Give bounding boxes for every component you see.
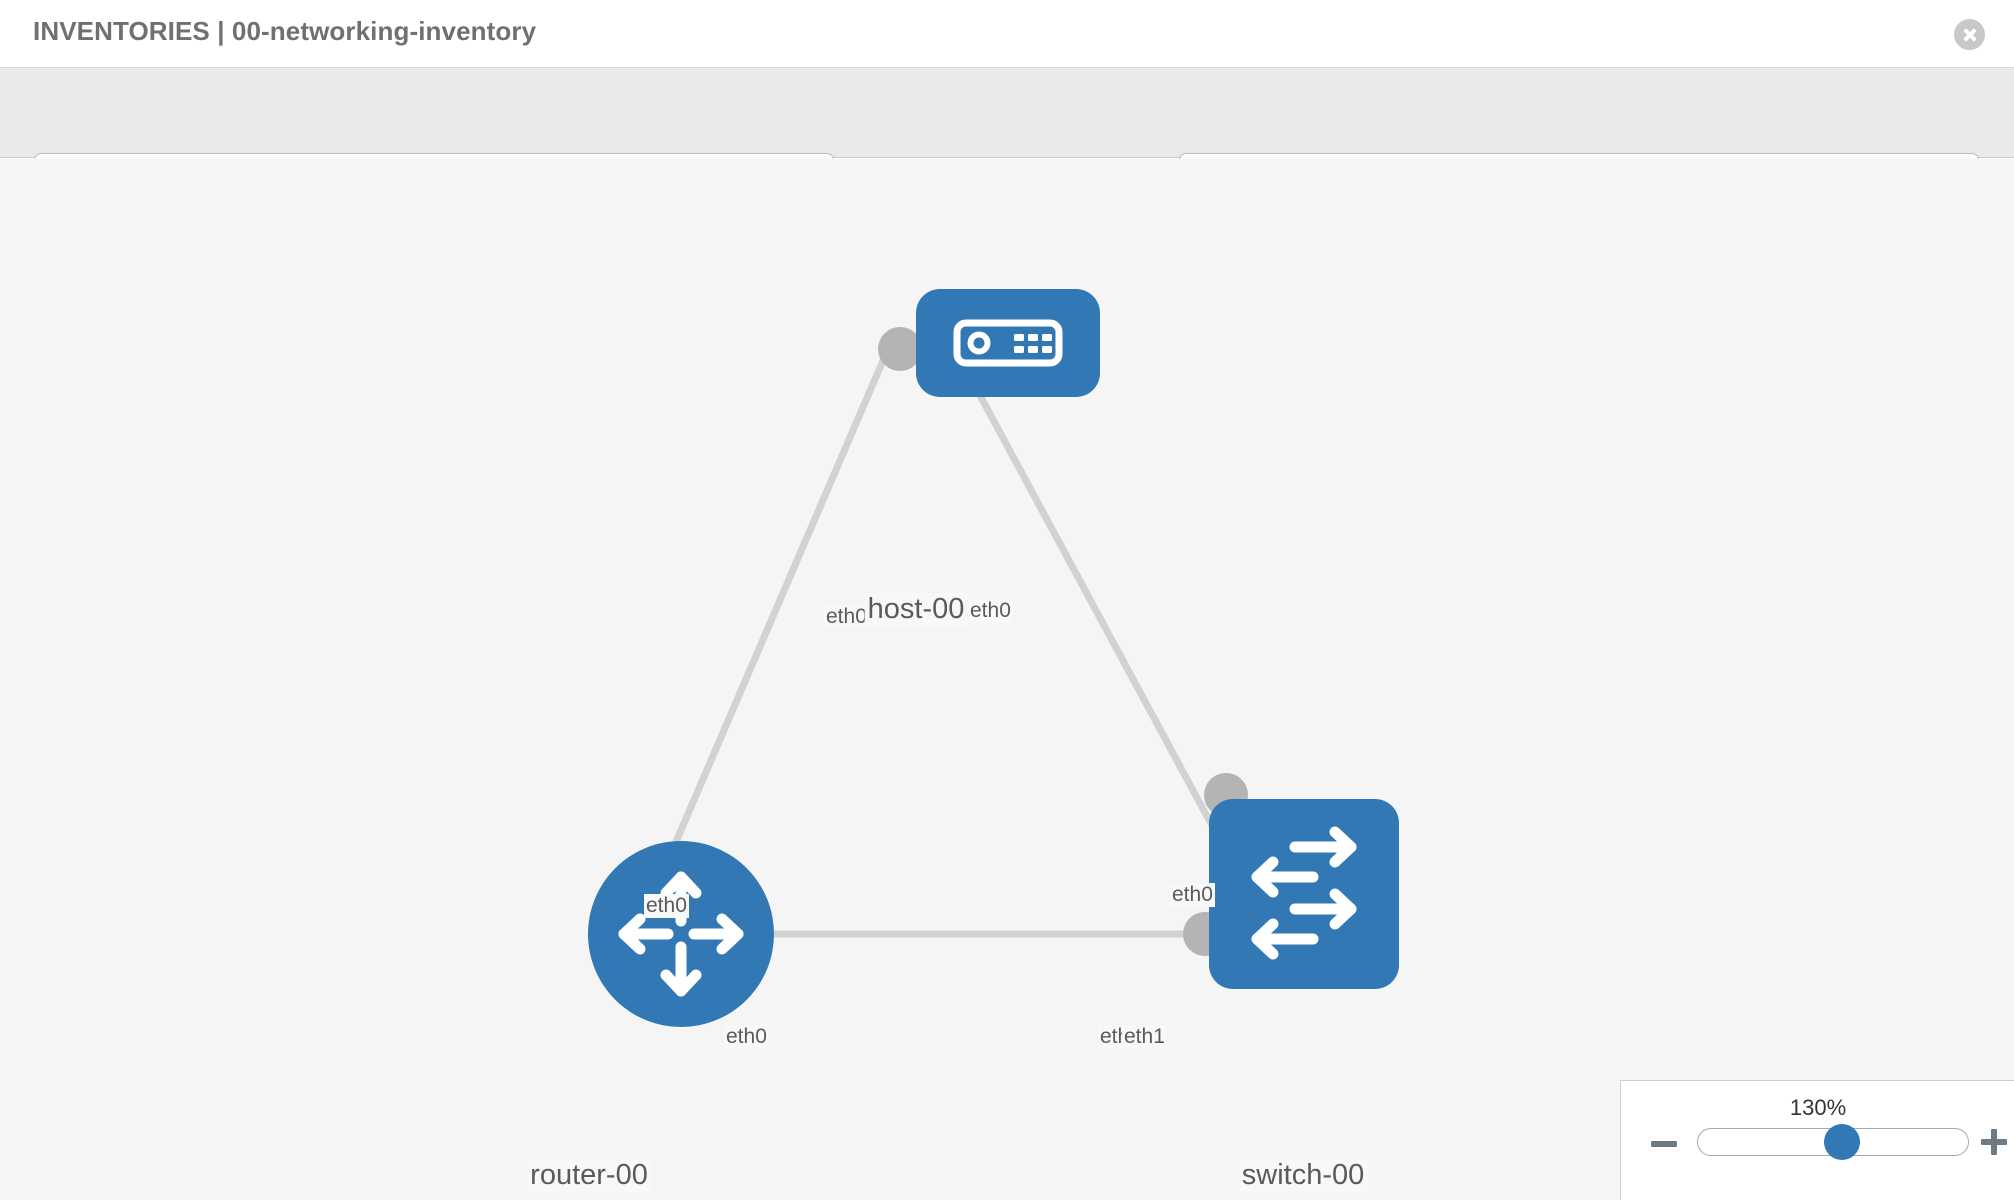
page-header: INVENTORIES | 00-networking-inventory (0, 0, 2014, 68)
node-switch-00[interactable] (1209, 799, 1399, 989)
zoom-slider[interactable] (1697, 1124, 1969, 1160)
topology-canvas[interactable]: eth0 eth0 eth0 eth0 eth0 eth0 eth1 host-… (0, 159, 2014, 1200)
edge-host-router (656, 347, 892, 881)
node-host-00[interactable] (916, 289, 1100, 397)
zoom-level-value: 130% (1789, 1095, 1847, 1120)
plus-icon[interactable] (1981, 1129, 2007, 1155)
node-label-router-00: router-00 (527, 1159, 651, 1192)
port-host-left[interactable] (878, 327, 922, 371)
port-label: eth0 (824, 605, 869, 630)
zoom-control: 130% (1620, 1080, 2014, 1200)
topology-edges (656, 347, 1234, 938)
toolbar: ACTIONS SEARCH (0, 68, 2014, 205)
port-label: eth0 (724, 1025, 769, 1050)
port-label: eth0 (1170, 883, 1215, 908)
edge-host-switch (951, 347, 1234, 861)
port-label: eth0 (968, 599, 1013, 624)
slider-thumb[interactable] (1824, 1124, 1860, 1160)
node-switch-00-shape (1209, 799, 1399, 989)
minus-icon[interactable] (1651, 1141, 1677, 1147)
port-label: eth0 (644, 894, 689, 919)
port-label: eth1 (1122, 1025, 1167, 1050)
node-label-switch-00: switch-00 (1238, 1159, 1368, 1192)
node-label-host-00: host-00 (864, 593, 968, 626)
close-icon[interactable] (1954, 19, 1985, 50)
node-router-00[interactable] (588, 841, 774, 1027)
switch-icon (1251, 826, 1357, 960)
page-title: INVENTORIES | 00-networking-inventory (33, 16, 537, 46)
server-icon (953, 319, 1063, 367)
node-host-00-shape (916, 289, 1100, 397)
router-icon (618, 871, 744, 997)
